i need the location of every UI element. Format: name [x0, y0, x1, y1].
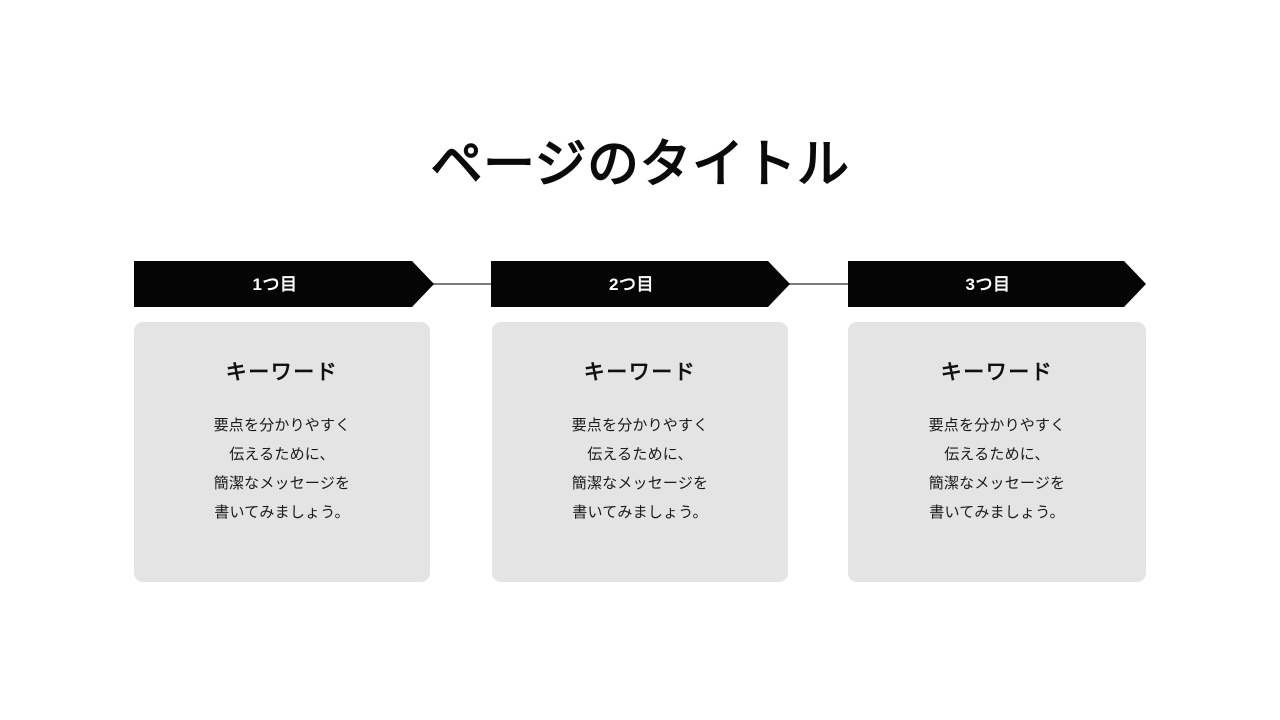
step-card-body-1: 要点を分かりやすく 伝えるために、 簡潔なメッセージを 書いてみましょう。	[156, 411, 408, 527]
step-card-heading-1: キーワード	[225, 361, 339, 384]
step-card-body-line: 簡潔なメッセージを	[571, 475, 709, 493]
step-chevron-2[interactable]: 2つ目	[491, 261, 790, 307]
step-card-1[interactable]: キーワード 要点を分かりやすく 伝えるために、 簡潔なメッセージを 書いてみまし…	[134, 322, 430, 582]
step-connector-1-2	[430, 283, 492, 285]
step-card-body-line: 要点を分かりやすく	[213, 417, 351, 435]
step-card-3[interactable]: キーワード 要点を分かりやすく 伝えるために、 簡潔なメッセージを 書いてみまし…	[848, 322, 1146, 582]
step-card-heading-3: キーワード	[940, 361, 1054, 384]
step-cards-row: キーワード 要点を分かりやすく 伝えるために、 簡潔なメッセージを 書いてみまし…	[134, 322, 1146, 582]
step-connector-2-3	[786, 283, 848, 285]
step-chevron-band: 1つ目 2つ目 3つ目	[134, 261, 1146, 307]
step-card-body-line: 要点を分かりやすく	[928, 417, 1066, 435]
step-chevron-label-1: 1つ目	[252, 274, 298, 294]
step-card-body-line: 伝えるために、	[587, 446, 693, 464]
step-card-body-2: 要点を分かりやすく 伝えるために、 簡潔なメッセージを 書いてみましょう。	[514, 411, 766, 527]
step-chevron-1[interactable]: 1つ目	[134, 261, 434, 307]
step-chevron-3[interactable]: 3つ目	[848, 261, 1146, 307]
step-card-body-line: 伝えるために、	[944, 446, 1050, 464]
step-card-body-line: 要点を分かりやすく	[571, 417, 709, 435]
step-card-body-line: 書いてみましょう。	[572, 504, 708, 522]
step-chevron-label-2: 2つ目	[609, 274, 654, 294]
step-card-body-line: 書いてみましょう。	[214, 504, 350, 522]
step-card-2[interactable]: キーワード 要点を分かりやすく 伝えるために、 簡潔なメッセージを 書いてみまし…	[492, 322, 788, 582]
step-card-body-3: 要点を分かりやすく 伝えるために、 簡潔なメッセージを 書いてみましょう。	[870, 411, 1124, 527]
page-title: ページのタイトル	[430, 136, 850, 194]
step-chevron-label-3: 3つ目	[965, 274, 1011, 294]
step-card-heading-2: キーワード	[583, 361, 697, 384]
step-card-body-line: 書いてみましょう。	[929, 504, 1065, 522]
step-card-body-line: 簡潔なメッセージを	[213, 475, 351, 493]
step-card-body-line: 簡潔なメッセージを	[928, 475, 1066, 493]
step-card-body-line: 伝えるために、	[229, 446, 335, 464]
